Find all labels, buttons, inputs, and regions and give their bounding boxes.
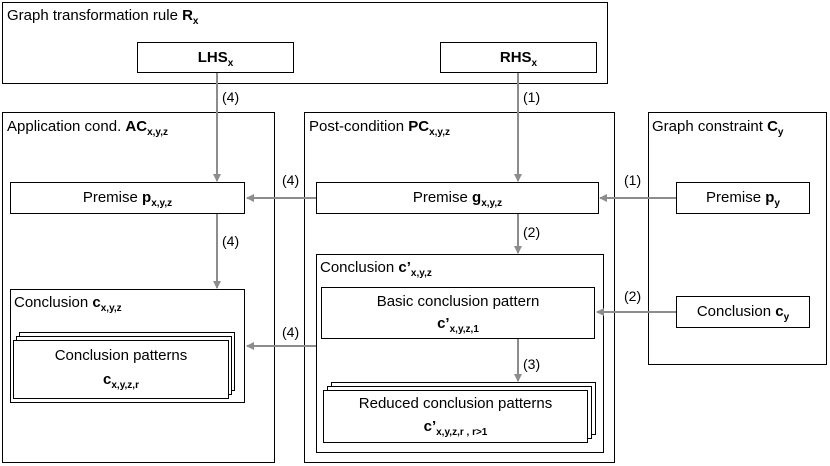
gc-premise-label: Premise py xyxy=(706,189,780,209)
step-label-conclusion-to-patterns: (4) xyxy=(282,324,300,340)
step-label-g-to-p: (4) xyxy=(282,172,300,188)
graph-constraint-title: Graph constraint Cy xyxy=(652,118,784,138)
step-label-p-to-c: (4) xyxy=(222,233,240,249)
ac-premise-label: Premise px,y,z xyxy=(82,189,173,209)
ac-patterns-box: Conclusion patterns cx,y,z,r xyxy=(13,340,229,399)
gc-premise-box: Premise py xyxy=(676,182,810,214)
post-condition-title: Post-condition PCx,y,z xyxy=(309,118,451,138)
step-label-g-to-conclusion: (2) xyxy=(523,224,541,240)
ac-patterns-text: Conclusion patterns xyxy=(54,347,188,364)
application-condition-title: Application cond. ACx,y,z xyxy=(7,118,169,138)
pc-conclusion-title: Conclusion c’x,y,z xyxy=(320,259,432,279)
step-label-cy-to-basic: (2) xyxy=(624,288,642,304)
ac-conclusion-title: Conclusion cx,y,z xyxy=(14,294,122,314)
rule-title: Graph transformation rule Rx xyxy=(7,7,199,27)
pc-basic-pattern-box: Basic conclusion pattern c’x,y,z,1 xyxy=(321,287,595,339)
lhs-label: LHSx xyxy=(197,49,234,69)
ac-patterns-symbol: cx,y,z,r xyxy=(103,371,139,391)
lhs-box: LHSx xyxy=(137,42,294,73)
gc-conclusion-box: Conclusion cy xyxy=(676,296,810,328)
pc-premise-label: Premise gx,y,z xyxy=(412,189,503,209)
pc-reduced-pattern-box: Reduced conclusion patterns c’x,y,z,r , … xyxy=(323,390,588,443)
rhs-label: RHSx xyxy=(499,49,538,69)
pc-reduced-pattern-symbol: c’x,y,z,r , r>1 xyxy=(423,418,488,438)
pc-premise-box: Premise gx,y,z xyxy=(316,182,599,214)
application-condition-box xyxy=(2,112,275,463)
pc-reduced-pattern-text: Reduced conclusion patterns xyxy=(358,395,553,412)
pc-basic-pattern-text: Basic conclusion pattern xyxy=(376,293,540,310)
step-label-basic-to-reduced: (3) xyxy=(523,356,541,372)
step-label-lhs: (4) xyxy=(222,89,240,105)
ac-premise-box: Premise px,y,z xyxy=(10,182,245,214)
rhs-box: RHSx xyxy=(440,42,597,73)
step-label-py-to-g: (1) xyxy=(624,172,642,188)
gc-conclusion-label: Conclusion cy xyxy=(696,303,790,323)
step-label-rhs: (1) xyxy=(523,89,541,105)
pc-basic-pattern-symbol: c’x,y,z,1 xyxy=(437,315,479,335)
